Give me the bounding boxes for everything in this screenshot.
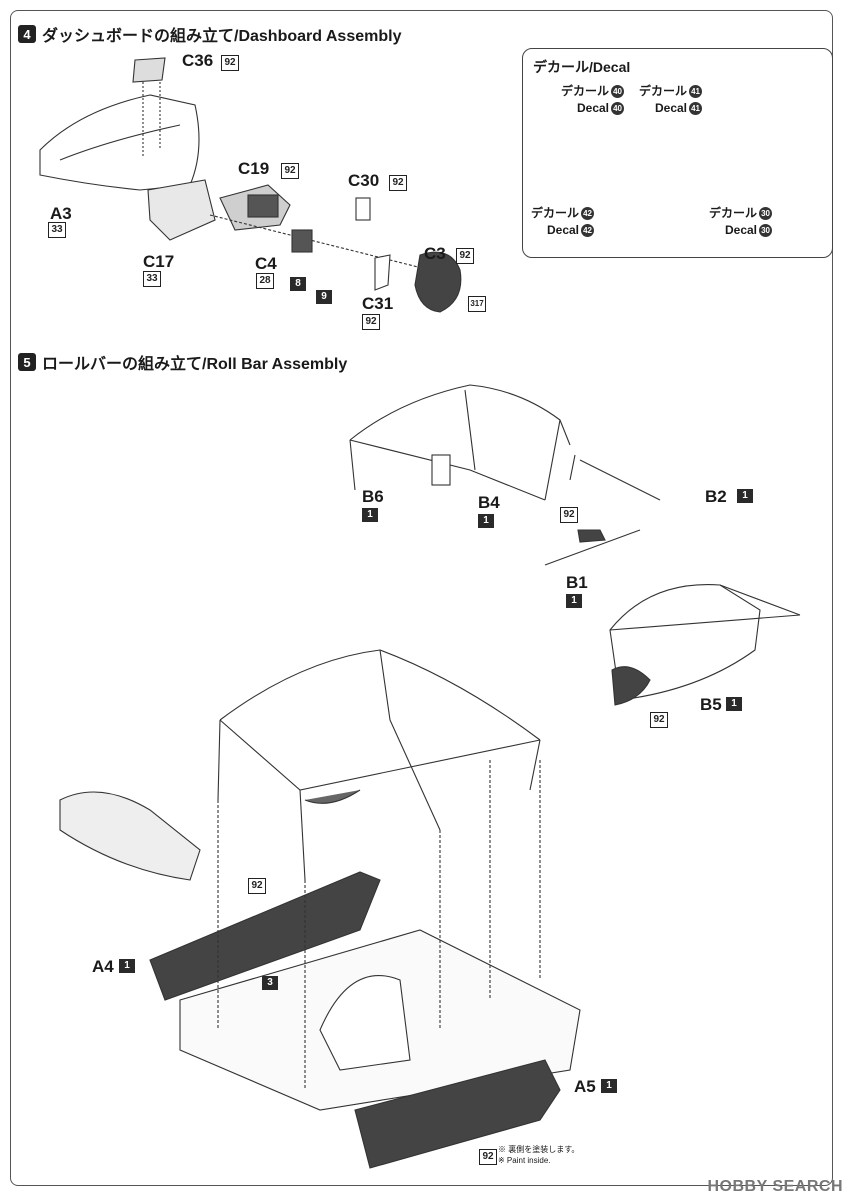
part-b4-tag: 1: [478, 514, 494, 528]
part-c4-label: C4: [255, 254, 277, 273]
part-c30-tag: 92: [389, 175, 407, 191]
part-b5-tag: 1: [726, 697, 742, 711]
part-b4-label: B4: [478, 493, 500, 512]
watermark: HOBBY SEARCH: [707, 1178, 843, 1195]
part-b5-label: B5: [700, 695, 722, 714]
part-9-box: 9: [316, 290, 332, 304]
part-a5-label: A5: [574, 1077, 596, 1096]
part-b1-label: B1: [566, 573, 588, 592]
part-c4-tag: 28: [256, 273, 274, 289]
step5-heading: 5 ロールバーの組み立て/Roll Bar Assembly: [18, 350, 347, 374]
part-c31-tag: 92: [362, 314, 380, 330]
step4-heading: 4 ダッシュボードの組み立て/Dashboard Assembly: [18, 22, 401, 46]
part-c31-label: C31: [362, 294, 394, 313]
part-c4-shape: [291, 229, 313, 253]
part-c19-label: C19: [238, 159, 270, 178]
part-92-a4-tag: 92: [248, 878, 266, 894]
part-8-box: 8: [290, 277, 306, 291]
part-c36-tag: 92: [221, 55, 239, 71]
part-b1-tag: 1: [566, 594, 582, 608]
page-frame: [10, 10, 833, 1186]
part-a4-tag: 1: [119, 959, 135, 973]
step4-title: ダッシュボードの組み立て/Dashboard Assembly: [42, 28, 402, 45]
step5-title: ロールバーの組み立て/Roll Bar Assembly: [42, 356, 348, 373]
part-c17-shape: [147, 179, 216, 241]
paint-note: ※ 裏側を塗装します。 ※ Paint inside.: [498, 1144, 579, 1166]
part-92-mid-tag: 92: [560, 507, 578, 523]
paint-note-jp: ※ 裏側を塗装します。: [498, 1145, 580, 1154]
part-92-b5-tag: 92: [650, 712, 668, 728]
part-c3-tag: 92: [456, 248, 474, 264]
part-c36-label: C36: [182, 51, 214, 70]
part-c19-tag: 92: [281, 163, 299, 179]
part-c30-label: C30: [348, 171, 380, 190]
part-b2-label: B2: [705, 487, 727, 506]
part-a4-label: A4: [92, 957, 114, 976]
part-b2-tag: 1: [737, 489, 753, 503]
part-92-bottom-tag: 92: [479, 1149, 497, 1165]
part-317-tag: 317: [468, 296, 486, 312]
part-b6-label: B6: [362, 487, 384, 506]
part-c17-tag: 33: [143, 271, 161, 287]
part-c3-shape: [414, 251, 462, 313]
paint-note-en: ※ Paint inside.: [498, 1156, 551, 1165]
part-c36-shape: [132, 57, 166, 83]
part-a3-tag: 33: [48, 222, 66, 238]
part-a3-label: A3: [50, 204, 72, 223]
part-b6-tag: 1: [362, 508, 378, 522]
part-3-box: 3: [262, 976, 278, 990]
part-c3-label: C3: [424, 244, 446, 263]
decal-panel-title: デカール/Decal: [533, 59, 631, 75]
dashboard-outline: [39, 94, 200, 191]
part-a5-tag: 1: [601, 1079, 617, 1093]
step5-number: 5: [18, 353, 36, 371]
step4-number: 4: [18, 25, 36, 43]
part-c17-label: C17: [143, 252, 175, 271]
